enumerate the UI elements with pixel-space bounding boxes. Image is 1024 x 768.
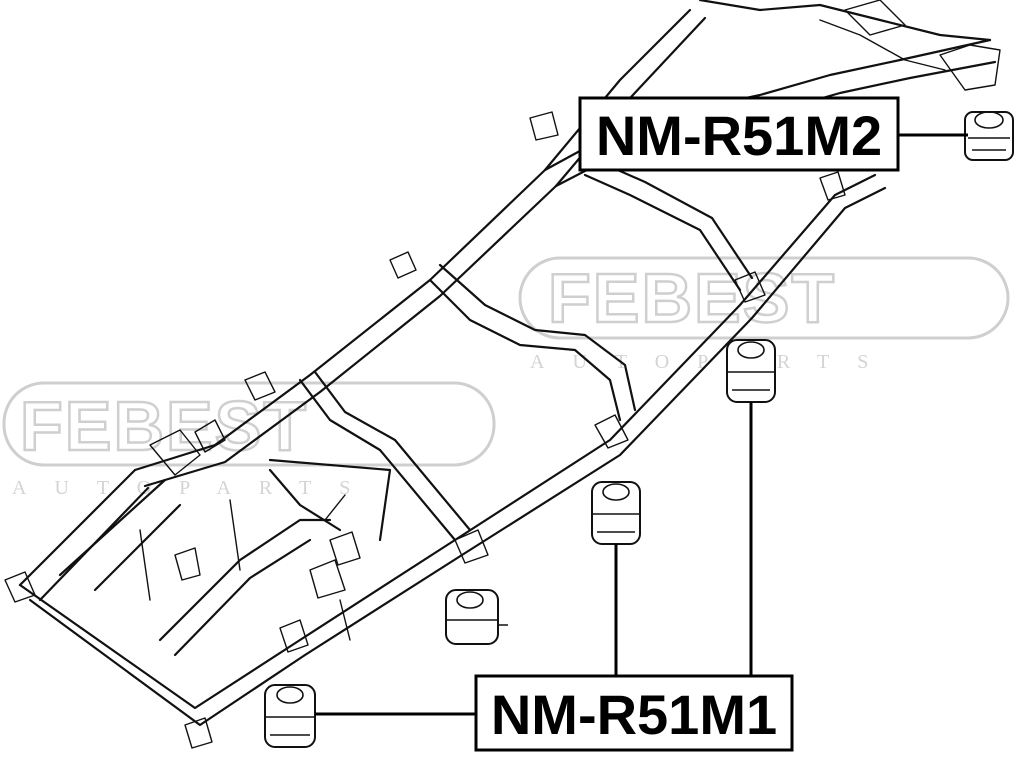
watermark-right-tagline: AUTOPARTS (530, 351, 896, 373)
bushing-middle (591, 481, 641, 545)
watermark-left: FEBEST AUTOPARTS (2, 381, 496, 499)
part-label-lower[interactable]: NM-R51M1 (474, 674, 794, 752)
watermark-left-brand: FEBEST (20, 387, 308, 465)
watermark-right: FEBEST AUTOPARTS (518, 256, 1010, 373)
watermark-left-tagline: AUTOPARTS (12, 477, 378, 499)
part-code-lower: NM-R51M1 (491, 683, 777, 746)
watermark-right-brand: FEBEST (548, 259, 836, 337)
bushing-center (445, 589, 508, 645)
bushing-right (726, 339, 776, 403)
bushing-lower-left (264, 684, 316, 748)
bushing-upper (964, 111, 1014, 161)
part-code-upper: NM-R51M2 (596, 104, 882, 167)
leader-lines (315, 133, 968, 716)
part-label-upper[interactable]: NM-R51M2 (578, 96, 900, 172)
